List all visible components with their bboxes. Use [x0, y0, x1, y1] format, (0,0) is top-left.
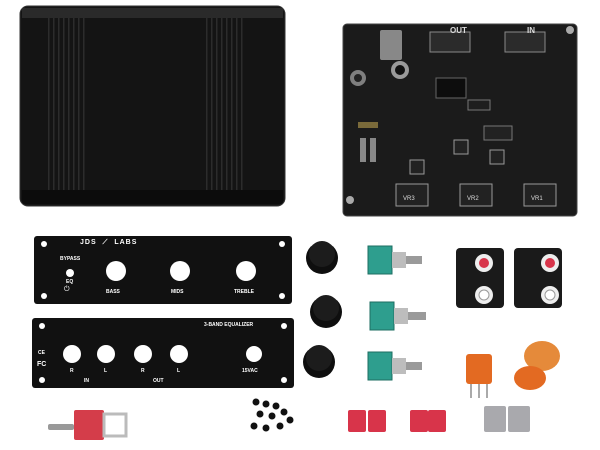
enclosure-rib	[211, 18, 213, 190]
screw	[280, 408, 288, 416]
front-panel	[34, 236, 292, 304]
bypass-label: BYPASS	[60, 256, 81, 262]
enclosure-rib	[236, 18, 238, 190]
jack-label-out-r: R	[141, 368, 145, 374]
screw	[250, 422, 258, 430]
enclosure-rib	[53, 18, 55, 190]
red-capacitors	[348, 410, 446, 432]
enclosure-rib	[226, 18, 228, 190]
screw	[286, 416, 294, 424]
enclosure-rib	[68, 18, 70, 190]
screw	[276, 422, 284, 430]
enclosure	[19, 5, 286, 207]
knob-set	[303, 241, 342, 378]
jack-label-in-r: R	[70, 368, 74, 374]
fcc-mark: FC	[37, 361, 47, 368]
jack-label-in-l: L	[104, 368, 108, 374]
enclosure-rib	[206, 18, 208, 190]
knob-label-mids: MIDS	[171, 289, 184, 295]
jack-label-out-l: L	[177, 368, 181, 374]
enclosure-rib	[48, 18, 50, 190]
screw	[272, 402, 280, 410]
eq-label: EQ	[66, 279, 74, 285]
brand-bolt-icon: ⟋	[99, 239, 112, 246]
pcb-board	[342, 23, 578, 217]
power-icon: ⏻	[64, 286, 70, 293]
screw	[262, 424, 270, 432]
brand-logo: JDS ⟋ LABS	[80, 239, 137, 247]
enclosure-rib	[63, 18, 65, 190]
brand-left: JDS	[80, 239, 97, 246]
enclosure-rib	[241, 18, 243, 190]
screw	[262, 400, 270, 408]
knob-label-bass: BASS	[106, 289, 120, 295]
enclosure-rib	[78, 18, 80, 190]
knob-label-treble: TREBLE	[234, 289, 254, 295]
screws	[250, 398, 294, 432]
grey-capacitors	[484, 406, 530, 432]
enclosure-rib	[221, 18, 223, 190]
rear-panel	[32, 318, 294, 388]
screw	[252, 398, 260, 406]
pcb-pot-label-vr2: VR2	[467, 196, 479, 202]
potentiometer-set	[367, 245, 426, 381]
orange-capacitors	[466, 341, 560, 398]
pcb-out-label: OUT	[450, 26, 467, 35]
enclosure-rib	[83, 18, 85, 190]
pcb-in-label: IN	[527, 26, 535, 35]
screw	[268, 412, 276, 420]
enclosure-rib	[58, 18, 60, 190]
rear-out-label: OUT	[153, 378, 164, 384]
rear-panel-title: 3-BAND EQUALIZER	[204, 322, 254, 328]
power-jack-label: 15VAC	[242, 368, 258, 374]
screw	[256, 410, 264, 418]
rear-in-label: IN	[84, 378, 89, 384]
pcb-pot-label-vr1: VR1	[531, 196, 543, 202]
pcb-pot-label-vr3: VR3	[403, 196, 415, 202]
toggle-switch	[48, 410, 128, 440]
rca-jack-pair-right	[514, 248, 562, 308]
rca-jack-pair-left	[456, 248, 504, 308]
enclosure-rib	[231, 18, 233, 190]
brand-right: LABS	[114, 239, 138, 246]
enclosure-rib	[73, 18, 75, 190]
ce-mark: CE	[38, 350, 45, 356]
enclosure-rib	[216, 18, 218, 190]
